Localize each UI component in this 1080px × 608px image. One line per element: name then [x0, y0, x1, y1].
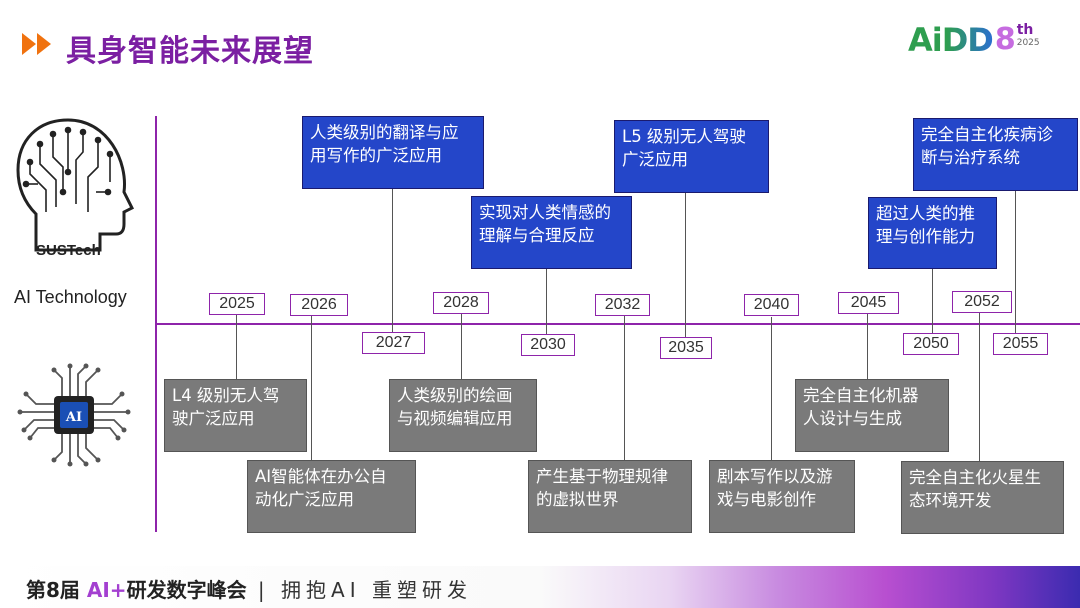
connector [1015, 191, 1016, 333]
year-label: 2055 [993, 333, 1048, 355]
milestone-box: L4 级别无人驾 驶广泛应用 [164, 379, 307, 452]
milestone-text: L4 级别无人驾 [172, 386, 280, 405]
year-label: 2030 [521, 334, 575, 356]
milestone-text: 用写作的广泛应用 [310, 146, 442, 165]
connector [392, 189, 393, 332]
footer-divider: | [246, 578, 282, 602]
milestone-box: 产生基于物理规律 的虚拟世界 [528, 460, 692, 533]
logo-edition: 8 [994, 22, 1016, 57]
year-label: 2050 [903, 333, 959, 355]
connector [867, 314, 868, 379]
milestone-box: 完全自主化机器 人设计与生成 [795, 379, 949, 452]
connector [624, 316, 625, 460]
milestone-text: 完全自主化疾病诊 [921, 125, 1053, 144]
logo-main: AiDD [908, 21, 994, 59]
milestone-text: 完全自主化火星生 [909, 468, 1041, 487]
connector [932, 269, 933, 333]
connector [546, 269, 547, 334]
milestone-text: 广泛应用 [622, 150, 688, 169]
milestone-box: 实现对人类情感的 理解与合理反应 [471, 196, 632, 269]
brain-head-icon [16, 118, 135, 252]
year-label: 2026 [290, 294, 348, 316]
milestone-text: 人类级别的翻译与应 [310, 123, 459, 142]
milestone-text: 的虚拟世界 [536, 490, 619, 509]
milestone-text: 戏与电影创作 [717, 490, 816, 509]
connector [236, 315, 237, 379]
footer-text: 第8届 AI+研发数字峰会 | 拥抱AI 重塑研发 [26, 574, 472, 603]
footer-ai: AI+ [86, 578, 127, 602]
milestone-box: 超过人类的推 理与创作能力 [868, 197, 997, 269]
title-arrow-icon [22, 33, 51, 55]
milestone-text: 理解与合理反应 [479, 226, 595, 245]
milestone-text: 产生基于物理规律 [536, 467, 668, 486]
timeline-horizontal-axis [155, 323, 1080, 325]
milestone-text: 完全自主化机器 [803, 386, 919, 405]
milestone-text: L5 级别无人驾驶 [622, 127, 746, 146]
milestone-text: 驶广泛应用 [172, 409, 255, 428]
year-label: 2028 [433, 292, 489, 314]
milestone-box: 人类级别的翻译与应 用写作的广泛应用 [302, 116, 484, 189]
ai-technology-label: AI Technology [14, 287, 127, 307]
milestone-text: 实现对人类情感的 [479, 203, 611, 222]
year-label: 2027 [362, 332, 425, 354]
year-label: 2052 [952, 291, 1012, 313]
footer-slogan: 拥抱AI 重塑研发 [281, 578, 472, 602]
milestone-box: 完全自主化火星生 态环境开发 [901, 461, 1064, 534]
footer-banner [0, 566, 1080, 608]
milestone-box: 完全自主化疾病诊 断与治疗系统 [913, 118, 1078, 191]
sustech-label: SUSTech [36, 242, 101, 259]
connector [311, 316, 312, 460]
milestone-text: 断与治疗系统 [921, 148, 1020, 167]
milestone-box: L5 级别无人驾驶 广泛应用 [614, 120, 769, 193]
milestone-text: 理与创作能力 [876, 227, 975, 246]
year-label: 2045 [838, 292, 899, 314]
milestone-text: 剧本写作以及游 [717, 467, 833, 486]
milestone-text: 人类级别的绘画 [397, 386, 513, 405]
logo-year: 2025 [1016, 38, 1040, 48]
milestone-box: AI智能体在办公自 动化广泛应用 [247, 460, 416, 533]
milestone-text: 超过人类的推 [876, 204, 975, 223]
year-label: 2040 [744, 294, 799, 316]
milestone-text: 人设计与生成 [803, 409, 902, 428]
year-label: 2032 [595, 294, 650, 316]
connector [461, 314, 462, 379]
connector [771, 317, 772, 460]
page-title: 具身智能未来展望 [66, 34, 314, 69]
connector [979, 313, 980, 461]
milestone-text: 动化广泛应用 [255, 490, 354, 509]
milestone-box: 剧本写作以及游 戏与电影创作 [709, 460, 855, 533]
milestone-text: 与视频编辑应用 [397, 409, 513, 428]
connector [685, 193, 686, 337]
milestone-box: 人类级别的绘画 与视频编辑应用 [389, 379, 537, 452]
footer-prefix: 第8届 [26, 578, 87, 602]
aidd-logo: AiDD 8 th 2025 [908, 22, 1040, 58]
milestone-text: 态环境开发 [909, 491, 992, 510]
chip-label: AI [65, 410, 82, 425]
milestone-text: AI智能体在办公自 [255, 467, 387, 486]
footer-middle: 研发数字峰会 [126, 578, 247, 602]
year-label: 2035 [660, 337, 712, 359]
ai-chip-icon: AI [17, 363, 131, 467]
year-label: 2025 [209, 293, 265, 315]
logo-suffix: th [1016, 22, 1034, 38]
